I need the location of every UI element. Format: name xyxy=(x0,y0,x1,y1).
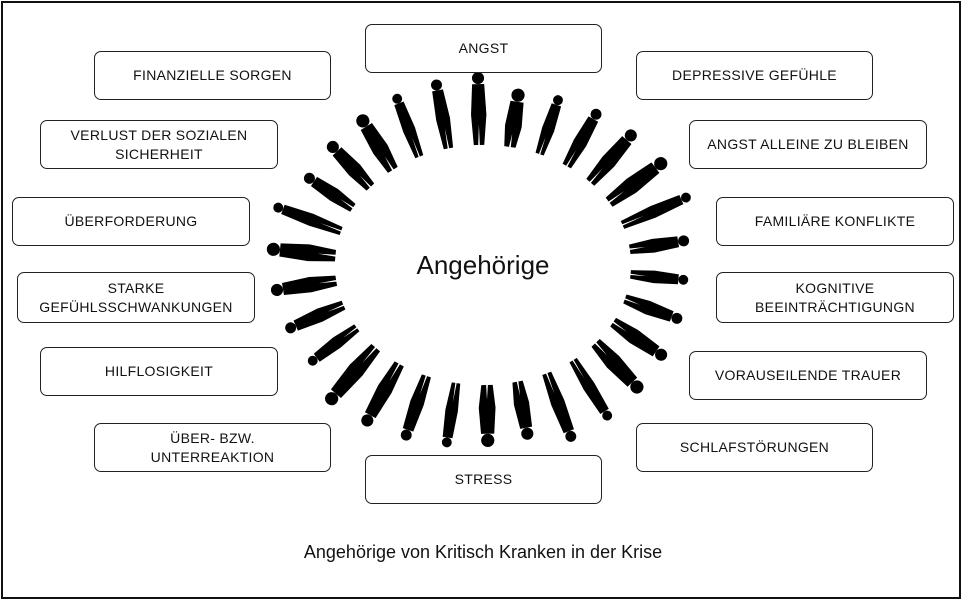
person-silhouette-icon xyxy=(542,371,577,442)
box-hilflosigkeit: HILFLOSIGKEIT xyxy=(40,347,278,396)
person-silhouette-icon xyxy=(326,140,375,191)
person-silhouette-icon xyxy=(307,324,360,366)
person-silhouette-icon xyxy=(392,93,424,159)
box-kognitive-beeintraechtigungen: KOGNITIVE BEEINTRÄCHTIGUNGN xyxy=(716,272,954,323)
person-silhouette-icon xyxy=(569,357,613,421)
person-silhouette-icon xyxy=(270,275,338,297)
box-angst-alleine: ANGST ALLEINE ZU BLEIBEN xyxy=(689,120,927,169)
person-silhouette-icon xyxy=(586,129,637,186)
box-finanzielle-sorgen: FINANZIELLE SORGEN xyxy=(94,51,331,100)
person-silhouette-icon xyxy=(303,172,356,212)
box-gefuehlsschwankungen: STARKE GEFÜHLSSCHWANKUNGEN xyxy=(17,272,255,323)
person-silhouette-icon xyxy=(629,235,690,254)
box-stress: STRESS xyxy=(365,455,602,504)
person-silhouette-icon xyxy=(591,338,644,394)
person-silhouette-icon xyxy=(478,384,496,447)
person-silhouette-icon xyxy=(620,192,691,229)
box-verlust-sozialen-sicherheit: VERLUST DER SOZIALEN SICHERHEIT xyxy=(40,120,278,169)
person-silhouette-icon xyxy=(356,114,398,173)
diagram-caption: Angehörige von Kritisch Kranken in der K… xyxy=(303,541,663,562)
center-label: Angehörige xyxy=(416,249,550,280)
person-silhouette-icon xyxy=(535,95,563,156)
box-vorauseilende-trauer: VORAUSEILENDE TRAUER xyxy=(689,351,927,400)
person-silhouette-icon xyxy=(605,157,668,207)
person-silhouette-icon xyxy=(471,72,487,146)
person-silhouette-icon xyxy=(266,242,337,262)
person-silhouette-icon xyxy=(400,374,431,441)
person-silhouette-icon xyxy=(562,108,602,169)
box-depressive-gefuehle: DEPRESSIVE GEFÜHLE xyxy=(636,51,873,100)
person-silhouette-icon xyxy=(273,202,343,236)
person-silhouette-icon xyxy=(441,382,461,448)
box-familiaere-konflikte: FAMILIÄRE KONFLIKTE xyxy=(716,197,954,246)
person-silhouette-icon xyxy=(361,361,404,427)
person-silhouette-icon xyxy=(504,88,525,148)
box-ueberforderung: ÜBERFORDERUNG xyxy=(12,197,250,246)
box-ueber-unterreaktion: ÜBER- BZW. UNTERREAKTION xyxy=(94,423,331,472)
box-schlafstoerungen: SCHLAFSTÖRUNGEN xyxy=(636,423,873,472)
person-silhouette-icon xyxy=(610,317,668,361)
person-silhouette-icon xyxy=(623,294,683,324)
person-silhouette-icon xyxy=(630,270,689,285)
box-angst: ANGST xyxy=(365,24,602,73)
person-silhouette-icon xyxy=(512,380,534,440)
person-silhouette-icon xyxy=(285,300,346,334)
person-silhouette-icon xyxy=(325,343,381,406)
person-silhouette-icon xyxy=(431,79,454,150)
